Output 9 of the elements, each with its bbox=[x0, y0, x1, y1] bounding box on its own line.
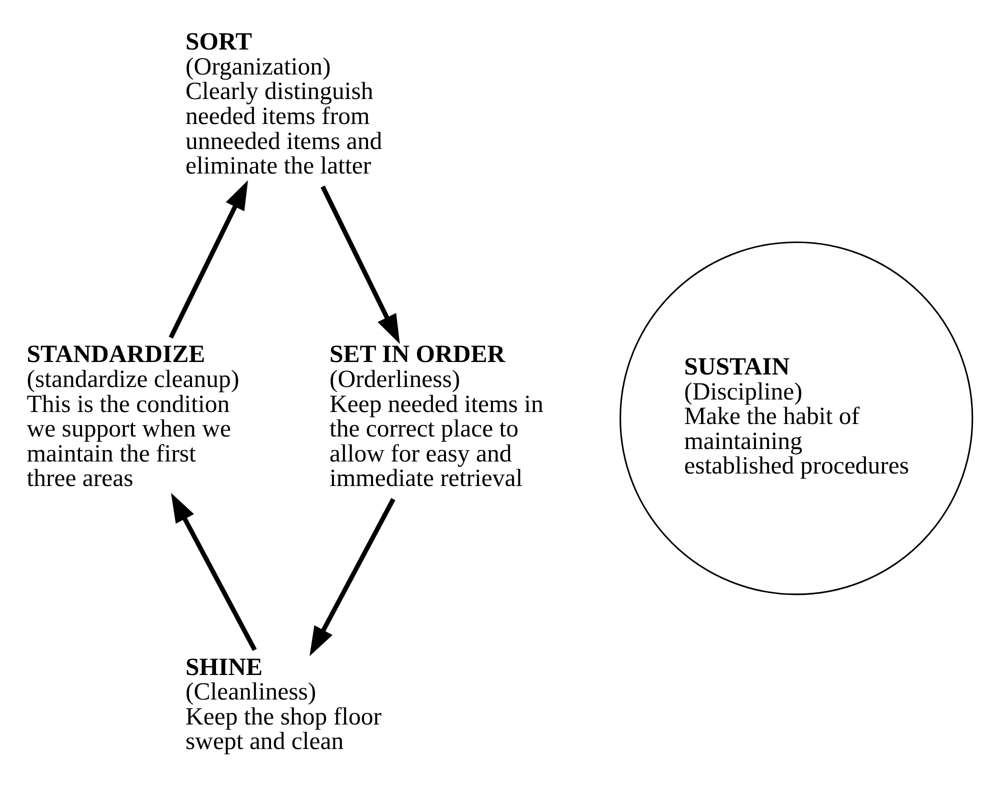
arrow bbox=[320, 186, 400, 344]
arrow bbox=[171, 492, 257, 652]
node-text: STANDARDIZE (standardize cleanup) This is the condition we support when we maintain the first three areas bbox=[26, 341, 240, 492]
node-text: SHINE (Cleanliness) Keep the shop floor swept and clean bbox=[185, 654, 382, 756]
arrow bbox=[310, 498, 396, 656]
node-text: SORT (Organization) Clearly distinguish needed items from unneeded items and eliminate the latter bbox=[185, 28, 382, 180]
arrow bbox=[168, 180, 248, 339]
node-text: SET IN ORDER (Orderliness) Keep needed items in the correct place to allow for easy and immediate retrieval bbox=[329, 341, 544, 492]
node-circle: SUSTAIN (Discipline) Make the habit of maintaining established procedures bbox=[620, 241, 974, 596]
